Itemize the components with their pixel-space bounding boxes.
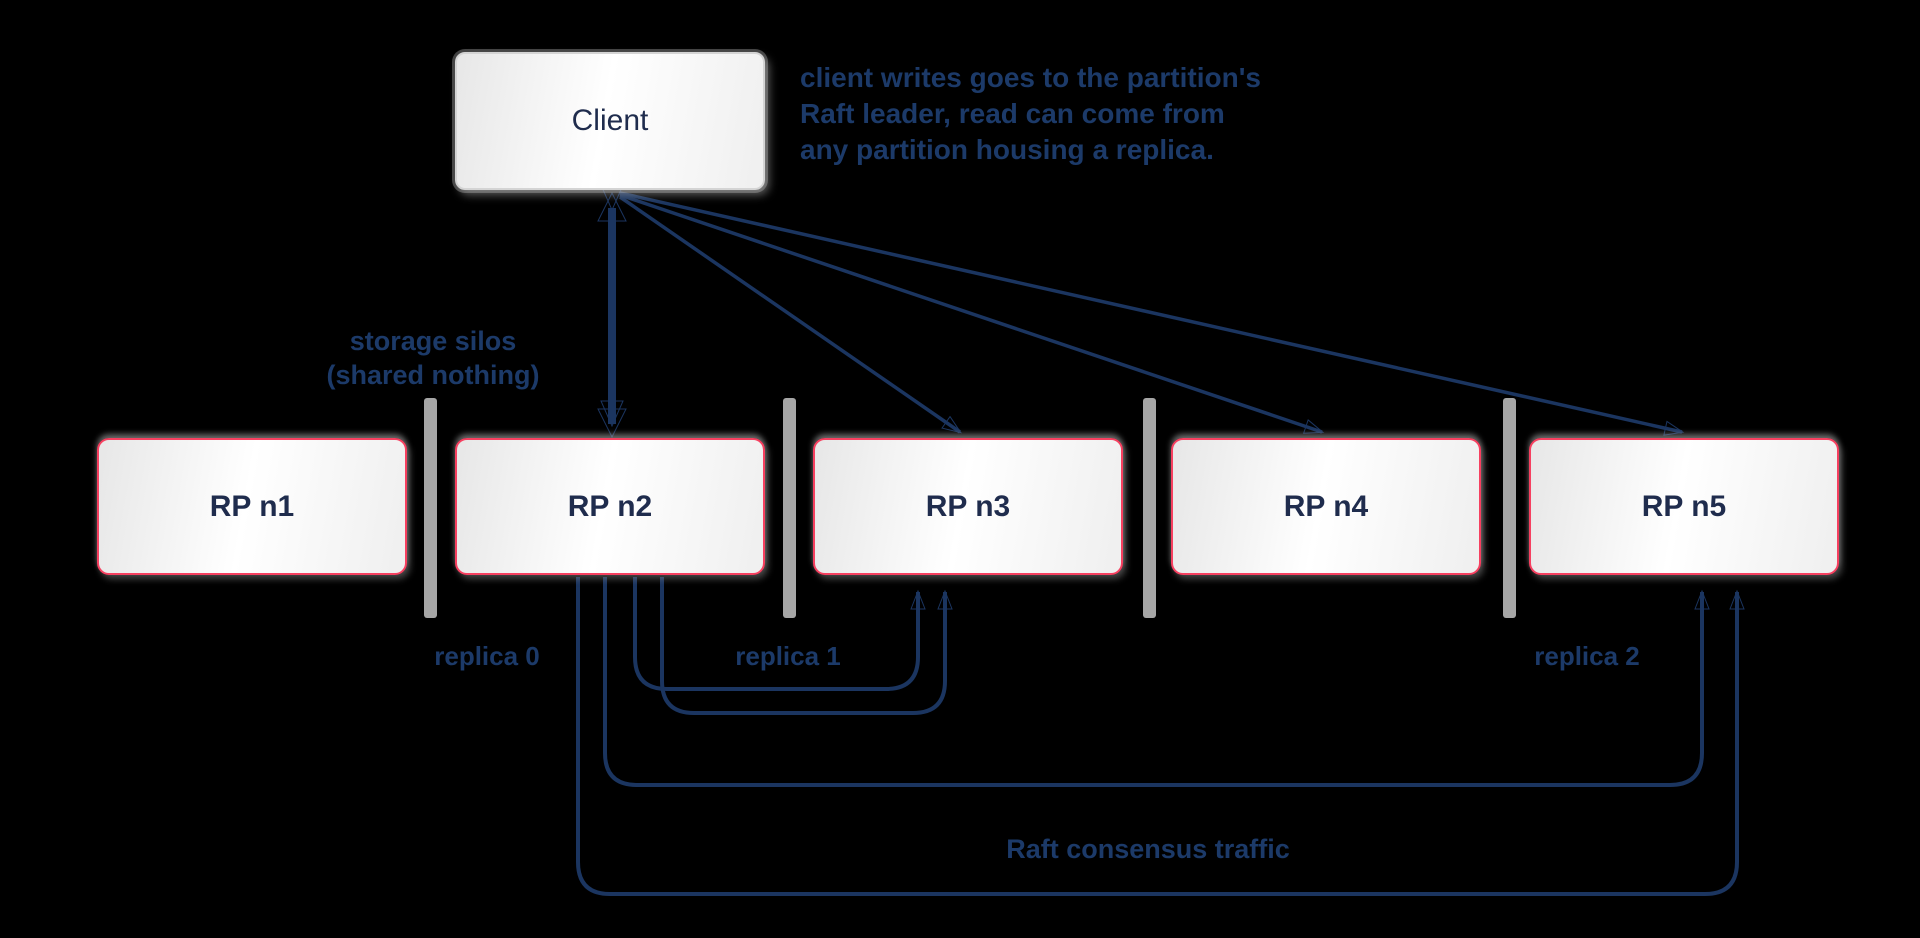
rp-node-2: RP n2: [455, 438, 765, 575]
rp-node-5: RP n5: [1529, 438, 1839, 575]
rp-node-3-label: RP n3: [925, 489, 1011, 523]
raft-traffic-label: Raft consensus traffic: [1006, 834, 1290, 864]
rp-node-2-label: RP n2: [567, 489, 653, 523]
storage-tier-line-2: (shared nothing): [326, 360, 540, 390]
annotation-line-2: Raft leader, read can come from: [800, 98, 1225, 129]
annotation-line-1: client writes goes to the partition's: [800, 62, 1261, 93]
replica-label-2: replica 2: [1534, 641, 1640, 671]
replica-label-1: replica 1: [735, 641, 841, 671]
raft-loop-rp2-rp3-inner: [633, 577, 926, 691]
rp-node-1: RP n1: [97, 438, 407, 575]
client-node: Client: [455, 52, 765, 190]
client-rp2-arrowhead-down: [597, 408, 627, 439]
client-node-label: Client: [571, 104, 649, 137]
client-annotation: client writes goes to the partition's Ra…: [800, 60, 1280, 168]
silo-divider-2: [783, 398, 796, 618]
rp-node-4: RP n4: [1171, 438, 1481, 575]
client-rp4-read-line: [619, 193, 1325, 434]
rp-node-1-label: RP n1: [209, 489, 295, 523]
rp-node-4-label: RP n4: [1283, 489, 1369, 523]
storage-tier-line-1: storage silos: [349, 326, 517, 356]
silo-divider-1: [424, 398, 437, 618]
annotation-line-3: any partition housing a replica.: [800, 134, 1214, 165]
rp-node-3: RP n3: [813, 438, 1123, 575]
rp-node-5-label: RP n5: [1641, 489, 1727, 523]
client-rp3-read-line: [619, 195, 962, 434]
silo-divider-3: [1143, 398, 1156, 618]
client-rp2-arrowhead-up: [597, 191, 627, 222]
client-rp5-read-line: [619, 191, 1685, 436]
silo-divider-4: [1503, 398, 1516, 618]
storage-tier-label: storage silos (shared nothing): [283, 324, 583, 392]
replica-label-0: replica 0: [434, 641, 540, 671]
